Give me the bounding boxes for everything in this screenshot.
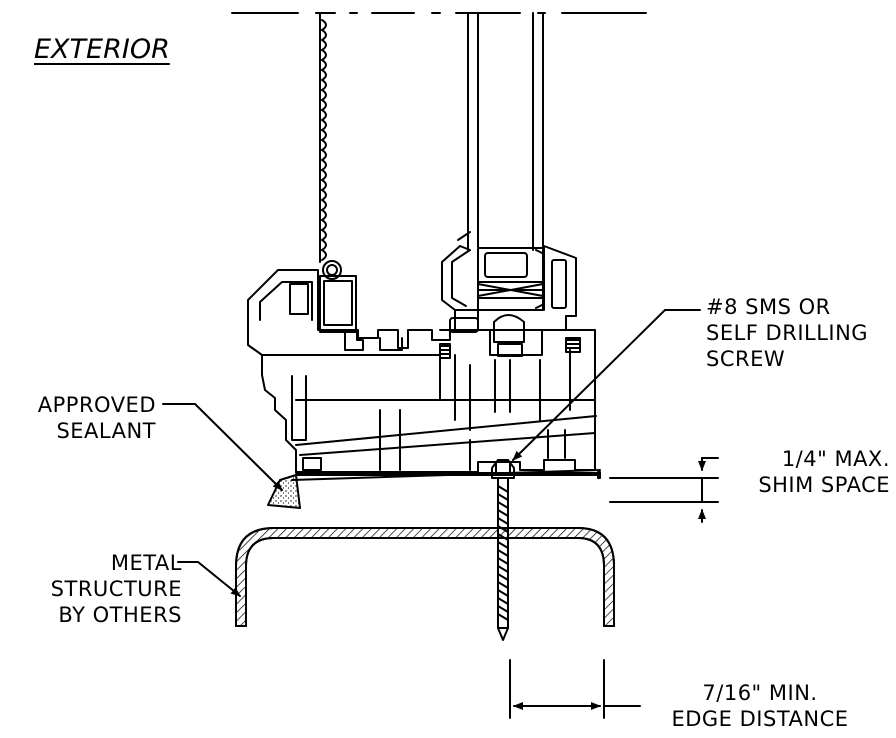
label-shim: 1/4" MAX. SHIM SPACE	[758, 446, 890, 498]
leader-sealant	[162, 403, 283, 491]
screw	[491, 459, 515, 641]
label-shim-line-2: SHIM SPACE	[758, 473, 890, 497]
glass-unit	[467, 12, 545, 311]
label-screw-line-3: SCREW	[706, 347, 786, 371]
label-screw-line-1: #8 SMS OR	[706, 295, 831, 319]
shim-dimension	[609, 457, 719, 523]
title-exterior: EXTERIOR	[34, 34, 170, 65]
metal-structure	[235, 527, 615, 627]
label-sealant: APPROVED SEALANT	[38, 392, 156, 444]
label-sealant-line-2: SEALANT	[56, 419, 156, 443]
screen-mesh	[319, 12, 327, 263]
label-edge-line-2: EDGE DISTANCE	[671, 707, 849, 731]
label-screw: #8 SMS OR SELF DRILLING SCREW	[706, 294, 868, 372]
label-screw-line-2: SELF DRILLING	[706, 321, 869, 345]
label-structure-line-3: BY OTHERS	[58, 603, 182, 627]
shim-wedge	[291, 469, 601, 481]
leader-structure	[177, 561, 241, 597]
label-sealant-line-1: APPROVED	[37, 393, 156, 417]
leader-screw	[512, 309, 701, 461]
label-edge-line-1: 7/16" MIN.	[702, 681, 818, 705]
label-edge: 7/16" MIN. EDGE DISTANCE	[650, 680, 870, 732]
label-shim-line-1: 1/4" MAX.	[781, 447, 890, 471]
label-structure-line-1: METAL	[110, 551, 182, 575]
label-structure: METAL STRUCTURE BY OTHERS	[51, 550, 182, 628]
sash-profile	[439, 231, 577, 357]
edge-dimension	[509, 659, 641, 719]
label-structure-line-2: STRUCTURE	[50, 577, 182, 601]
